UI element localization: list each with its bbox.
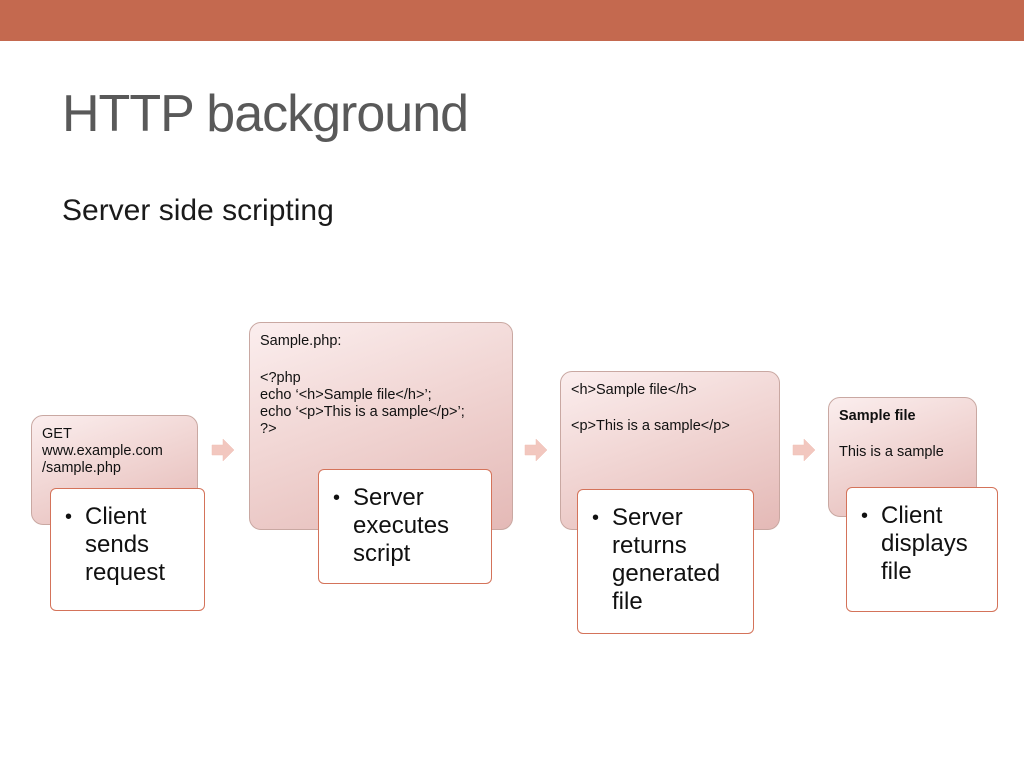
caption-client-displays-file: Client displays file	[846, 487, 998, 612]
caption-text: Client displays file	[859, 502, 989, 586]
slide-subtitle: Server side scripting	[62, 194, 334, 227]
displayed-paragraph: This is a sample	[839, 444, 944, 460]
script-filename: Sample.php:	[260, 333, 342, 349]
caption-text: Server returns generated file	[590, 504, 745, 616]
flow-arrow-icon	[792, 438, 816, 462]
request-text: GET www.example.com /sample.php	[42, 426, 163, 476]
caption-client-sends-request: Client sends request	[50, 488, 205, 611]
flow-arrow-icon	[524, 438, 548, 462]
flow-arrow-icon	[211, 438, 235, 462]
generated-heading-tag: <h>Sample file</h>	[571, 382, 697, 398]
top-accent-bar	[0, 0, 1024, 41]
generated-paragraph-tag: <p>This is a sample</p>	[571, 418, 730, 434]
caption-server-executes-script: Server executes script	[318, 469, 492, 584]
caption-server-returns-file: Server returns generated file	[577, 489, 754, 634]
script-code: <?php echo ‘<h>Sample file</h>’; echo ‘<…	[260, 370, 465, 437]
slide-title: HTTP background	[62, 85, 469, 143]
caption-text: Client sends request	[63, 503, 196, 587]
displayed-heading: Sample file	[839, 408, 916, 424]
caption-text: Server executes script	[331, 484, 483, 568]
